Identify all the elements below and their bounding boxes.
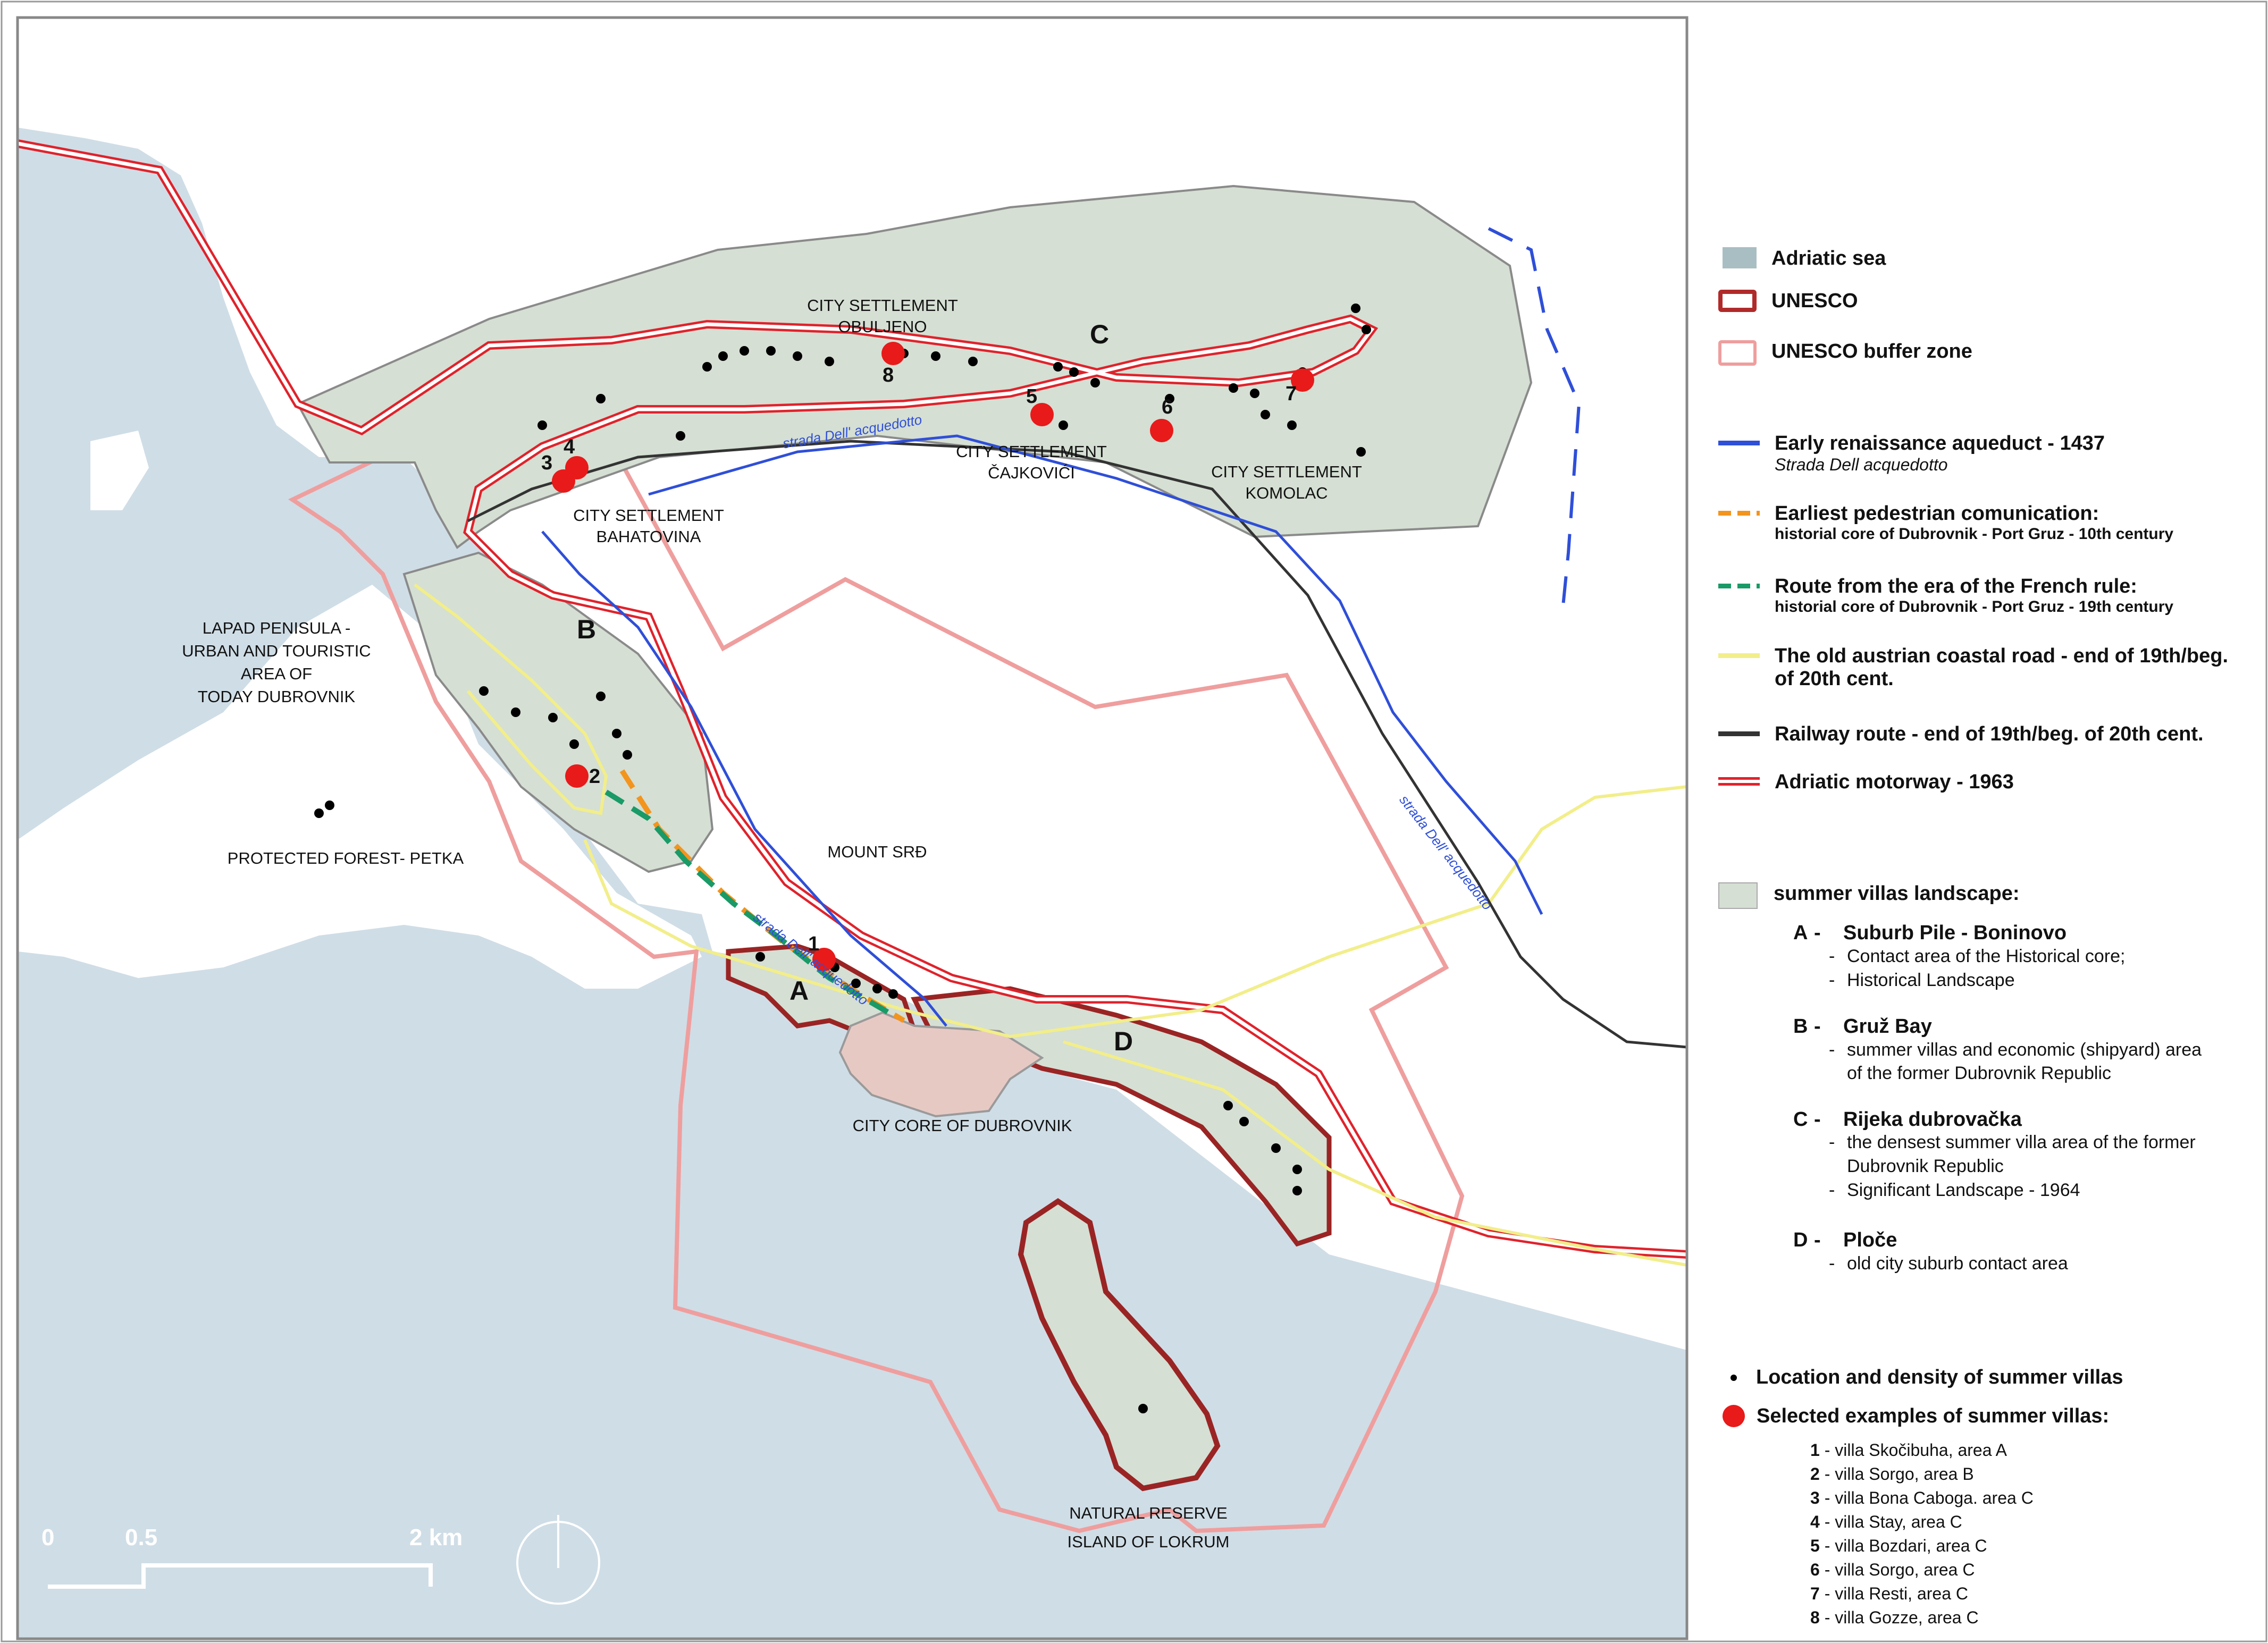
unesco-buffer-zone: [288, 364, 1465, 1534]
legend-unesco: UNESCO: [1718, 290, 1858, 313]
aqueduct-line-icon: [1718, 441, 1760, 445]
unesco-swatch-icon: [1718, 290, 1757, 312]
label-villa-7: 7: [1286, 383, 1297, 405]
aqueduct-2: [648, 434, 1543, 915]
villa-item: 5 - villa Bozdari, area C: [1810, 1536, 1987, 1555]
label-villa-2: 2: [589, 765, 601, 788]
label-city-komolac: CITY SETTLEMENT KOMOLAC: [1211, 462, 1362, 502]
label-villa-6: 6: [1162, 396, 1173, 418]
legend-french: Route from the era of the French rule: h…: [1718, 575, 2173, 616]
area-a-item: Contact area of the Historical core;: [1847, 946, 2126, 966]
map-frame: [16, 16, 1689, 1640]
area-a-item: Historical Landscape: [1847, 970, 2015, 990]
legend-sea: Adriatic sea: [1723, 247, 1886, 270]
label-villa-1: 1: [808, 933, 820, 955]
label-villa-5: 5: [1026, 385, 1038, 408]
area-d-name: Ploče: [1843, 1229, 1897, 1251]
label-area-c: C: [1090, 319, 1110, 349]
area-a-name: Suburb Pile - Boninovo: [1843, 922, 2067, 944]
motorway-line-icon: [1718, 777, 1760, 786]
city-core: [838, 1011, 1044, 1118]
label-city-bahatovina: CITY SETTLEMENT BAHATOVINA: [573, 506, 724, 546]
french-line-icon: [1718, 584, 1760, 588]
villa-item: 7 - villa Resti, area C: [1810, 1584, 1968, 1603]
austrian-coastal-road-2: [1063, 1040, 1687, 1267]
austrian-line-icon: [1718, 653, 1760, 658]
label-petka: PROTECTED FOREST- PETKA: [227, 849, 464, 867]
adriatic-motorway: [18, 139, 1687, 1259]
area-b-letter: B: [1793, 1015, 1808, 1038]
scale-0: 0: [41, 1524, 55, 1551]
label-area-b: B: [577, 614, 597, 644]
north-arrow-icon: [516, 1515, 600, 1605]
label-mount-srd: MOUNT SRĐ: [827, 842, 927, 861]
legend-aqueduct: Early renaissance aqueduct - 1437 Strada…: [1718, 432, 2105, 475]
villa-dot-icon: [1731, 1375, 1737, 1381]
aqueduct-north: [1488, 227, 1581, 606]
label-city-obuljeno: CITY SETTLEMENT OBULJENO: [807, 296, 958, 336]
label-area-a: A: [789, 976, 809, 1006]
area-d-letter: D: [1793, 1229, 1808, 1251]
buffer-swatch-icon: [1718, 340, 1757, 366]
sea-swatch-icon: [1723, 247, 1757, 268]
lapad-peninsula: [18, 585, 702, 989]
villa-item: 6 - villa Sorgo, area C: [1810, 1560, 1975, 1579]
label-city-core: CITY CORE OF DUBROVNIK: [852, 1116, 1072, 1135]
legend-buffer: UNESCO buffer zone: [1718, 340, 1972, 366]
villa-item: 1 - villa Skočibuha, area A: [1810, 1440, 2007, 1460]
scale-05: 0.5: [125, 1524, 158, 1551]
label-villa-4: 4: [564, 436, 575, 458]
railway-line-icon: [1718, 731, 1760, 736]
legend-villas-landscape: summer villas landscape:: [1718, 882, 2020, 909]
scale-bar: [48, 1563, 433, 1589]
legend-pedestrian: Earliest pedestrian comunication: histor…: [1718, 502, 2173, 543]
area-b-item: summer villas and economic (shipyard) ar…: [1847, 1040, 2202, 1060]
french-route: [604, 789, 895, 1018]
label-city-cajkovici: CITY SETTLEMENT ČAJKOVIĆI: [956, 442, 1107, 482]
scale-2km: 2 km: [409, 1524, 463, 1551]
selected-villa-icon: [1723, 1405, 1745, 1427]
area-c-item: Dubrovnik Republic: [1847, 1156, 2004, 1176]
legend-austrian: The old austrian coastal road - end of 1…: [1718, 645, 2228, 690]
area-a-letter: A: [1793, 922, 1808, 944]
legend-railway: Railway route - end of 19th/beg. of 20th…: [1718, 723, 2204, 746]
area-c-item: the densest summer villa area of the for…: [1847, 1132, 2196, 1152]
villa-item: 4 - villa Stay, area C: [1810, 1512, 1962, 1531]
area-b-name: Gruž Bay: [1843, 1015, 1932, 1038]
pedestrian-line-icon: [1718, 511, 1760, 516]
austrian-coastal-road-3: [414, 583, 608, 815]
label-area-d: D: [1114, 1026, 1133, 1056]
label-villa-3: 3: [541, 452, 553, 474]
villa-zone-swatch-icon: [1718, 882, 1758, 909]
lokrum-island: [1018, 1198, 1221, 1492]
label-villa-8: 8: [883, 364, 894, 386]
legend-villa-selected: Selected examples of summer villas:: [1723, 1405, 2109, 1428]
label-lapad: LAPAD PENISULA - URBAN AND TOURISTIC ARE…: [182, 619, 371, 706]
villa-item: 2 - villa Sorgo, area B: [1810, 1464, 1974, 1484]
area-c-name: Rijeka dubrovačka: [1843, 1108, 2022, 1131]
selected-villas: [552, 342, 1314, 971]
villa-item: 3 - villa Bona Caboga. area C: [1810, 1488, 2034, 1507]
area-b-item: of the former Dubrovnik Republic: [1847, 1063, 2112, 1083]
austrian-coastal-road: [583, 785, 1687, 1039]
villa-item: 8 - villa Gozze, area C: [1810, 1608, 1979, 1627]
area-c-item: Significant Landscape - 1964: [1847, 1180, 2080, 1200]
legend-villa-density: Location and density of summer villas: [1731, 1366, 2123, 1389]
aqueduct: [541, 530, 947, 1027]
small-island: [90, 431, 149, 510]
railway-route: [467, 440, 1687, 1049]
area-c-letter: C: [1793, 1108, 1808, 1131]
label-lokrum: NATURAL RESERVE ISLAND OF LOKRUM: [1067, 1504, 1230, 1551]
legend-motorway: Adriatic motorway - 1963: [1718, 771, 2014, 794]
area-d-item: old city suburb contact area: [1847, 1253, 2068, 1274]
